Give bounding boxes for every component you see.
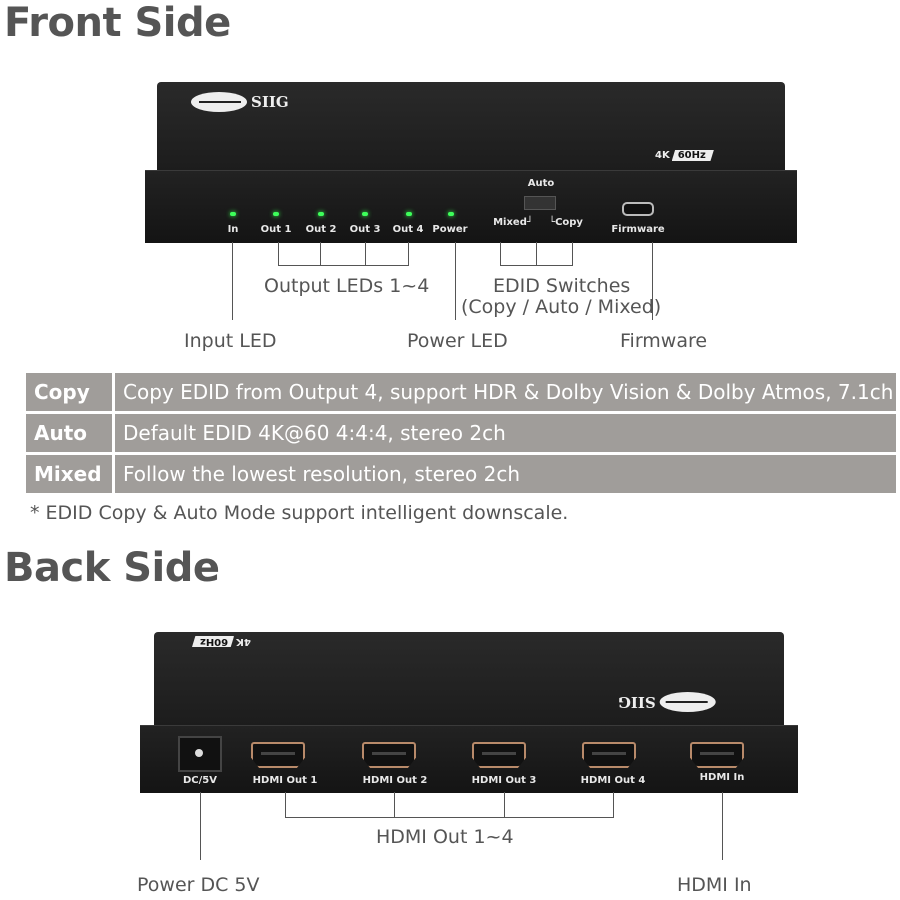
siig-logo: SIIG [618,692,716,712]
power-led-leader [455,242,456,320]
label-hdmi-out-1: HDMI Out 1 [252,775,318,786]
callout-firmware: Firmware [620,330,708,352]
mode-cell: Auto [26,414,112,452]
label-hdmi-out-4: HDMI Out 4 [580,775,646,786]
label-out-2: Out 2 [305,224,337,235]
hdmi-out-4-leader [613,792,614,818]
label-auto: Auto [527,178,555,189]
label-hdmi-out-2: HDMI Out 2 [362,775,428,786]
hdmi-out-bracket [285,817,614,818]
table-row: Auto Default EDID 4K@60 4:4:4, stereo 2c… [26,414,896,452]
mode-cell: Copy [26,373,112,411]
label-power: Power [432,224,468,235]
callout-edid-switches: EDID Switches [493,275,631,297]
hdmi-out-4-port[interactable] [582,742,636,768]
out1-leader [278,242,279,266]
output-leds-bracket [278,265,409,266]
firmware-leader [652,242,653,320]
hdmi-out-1-leader [285,792,286,818]
firmware-usb-port[interactable] [622,202,654,216]
description-cell: Default EDID 4K@60 4:4:4, stereo 2ch [115,414,896,452]
led-out-3 [362,212,368,216]
hdmi-out-2-leader [394,792,395,818]
back-side-heading: Back Side [4,545,220,591]
mixed-leader [500,242,501,266]
led-out-4 [406,212,412,216]
edid-footnote: * EDID Copy & Auto Mode support intellig… [30,502,569,524]
hdmi-out-3-port[interactable] [472,742,526,768]
callout-power-dc: Power DC 5V [137,874,260,896]
out2-leader [320,242,321,266]
label-out-3: Out 3 [349,224,381,235]
edid-mode-table: Copy Copy EDID from Output 4, support HD… [26,373,896,496]
label-hdmi-out-3: HDMI Out 3 [471,775,537,786]
label-in: In [227,224,239,235]
dc-power-jack[interactable] [178,736,222,772]
callout-hdmi-out: HDMI Out 1~4 [376,826,514,848]
front-device-image: SIIG 4K 60Hz In Out 1 Out 2 Out 3 Out 4 … [145,82,797,243]
description-cell: Follow the lowest resolution, stereo 2ch [115,455,896,493]
auto-leader [536,242,537,266]
out4-leader [408,242,409,266]
label-dc-5v: DC/5V [183,775,217,786]
back-device-image: 4K 60Hz SIIG DC/5V HDMI Out 1 HDMI Out 2… [140,632,798,793]
copy-leader [572,242,573,266]
siig-logo: SIIG [191,92,289,112]
table-row: Mixed Follow the lowest resolution, ster… [26,455,896,493]
led-in [230,212,236,216]
label-copy: └Copy [549,217,583,228]
callout-hdmi-in: HDMI In [677,874,752,896]
led-power [448,212,454,216]
callout-edid-modes: (Copy / Auto / Mixed) [461,296,662,318]
description-cell: Copy EDID from Output 4, support HDR & D… [115,373,896,411]
edid-bracket [500,265,573,266]
label-out-1: Out 1 [260,224,292,235]
label-mixed: Mixed┘ [493,217,533,228]
callout-input-led: Input LED [184,330,277,352]
out3-leader [365,242,366,266]
led-out-1 [273,212,279,216]
4k-60hz-badge: 4K 60Hz [655,150,714,161]
edid-switch[interactable] [524,196,556,210]
device-back-panel [140,725,798,793]
table-row: Copy Copy EDID from Output 4, support HD… [26,373,896,411]
power-dc-leader [200,792,201,860]
label-hdmi-in: HDMI In [699,772,745,783]
device-front-panel [145,170,797,243]
label-firmware: Firmware [611,224,665,235]
front-side-heading: Front Side [4,0,231,46]
hdmi-out-1-port[interactable] [251,742,305,768]
led-out-2 [318,212,324,216]
siig-logo-disc-icon [659,692,716,712]
siig-logo-disc-icon [191,92,247,112]
hdmi-out-3-leader [504,792,505,818]
input-led-leader [232,242,233,320]
mode-cell: Mixed [26,455,112,493]
4k-60hz-badge: 4K 60Hz [192,636,251,647]
callout-output-leds: Output LEDs 1~4 [264,275,430,297]
hdmi-in-port[interactable] [690,742,744,768]
hdmi-in-leader [722,792,723,860]
hdmi-out-2-port[interactable] [362,742,416,768]
label-out-4: Out 4 [392,224,424,235]
callout-power-led: Power LED [407,330,508,352]
